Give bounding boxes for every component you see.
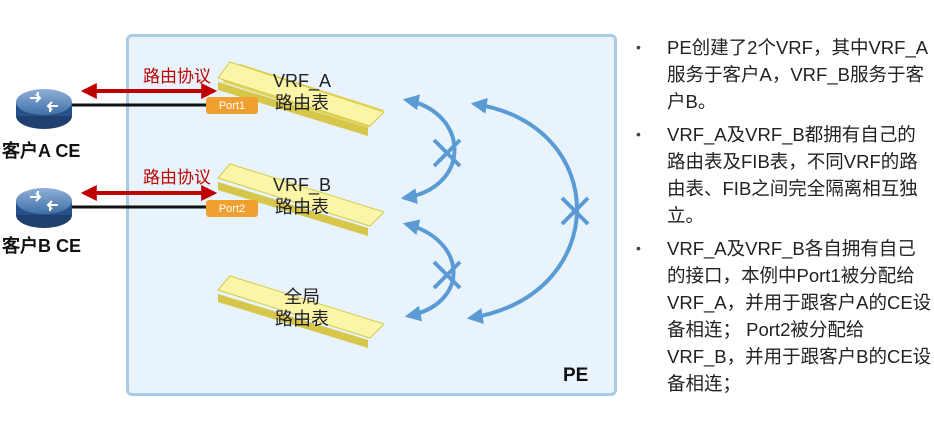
bullet-text: PE创建了2个VRF，其中VRF_A服务于客户A，VRF_B服务于客户B。 xyxy=(667,37,929,112)
link-a xyxy=(70,83,218,107)
isolation-curve-a-global xyxy=(466,97,579,324)
cross-icon xyxy=(560,196,590,226)
cross-icon xyxy=(432,260,462,290)
cross-icon xyxy=(432,138,462,168)
customer-b-label: 客户B CE xyxy=(2,236,82,256)
bullet-dot: • xyxy=(636,126,641,142)
isolation-curve-a-b xyxy=(400,94,457,205)
vrf-b-routing-table: 路由表 xyxy=(275,197,329,217)
vrf-a-routing-table: 路由表 xyxy=(275,93,329,113)
vrf-a-table-plate xyxy=(217,61,385,136)
bullet-dot: • xyxy=(636,39,641,55)
customer-a-label: 客户A CE xyxy=(2,141,81,161)
global-table-plate xyxy=(217,275,385,348)
bullet-dot: • xyxy=(636,240,641,256)
router-icon xyxy=(16,89,72,129)
vrf-b-name: VRF_B xyxy=(272,175,332,195)
global-table-label: 全局 路由表 xyxy=(232,286,372,330)
vrf-a-name: VRF_A xyxy=(272,71,332,91)
pe-label: PE xyxy=(563,365,589,386)
vrf-b-table-label: VRF_B 路由表 xyxy=(232,174,372,218)
bullet-item: • VRF_A及VRF_B各自拥有自己的接口，本例中Port1被分配给VRF_A… xyxy=(634,235,932,397)
routing-protocol-label-a: 路由协议 xyxy=(143,67,211,86)
port2-label: Port2 xyxy=(218,203,246,215)
bullet-text: VRF_A及VRF_B各自拥有自己的接口，本例中Port1被分配给VRF_A，并… xyxy=(667,238,932,394)
bullet-item: • PE创建了2个VRF，其中VRF_A服务于客户A，VRF_B服务于客户B。 xyxy=(634,34,932,115)
port1-tag xyxy=(206,97,258,114)
global-routing-table: 路由表 xyxy=(275,309,329,329)
port2-tag xyxy=(206,200,258,217)
vrf-b-table-plate xyxy=(217,163,385,236)
bullet-text: VRF_A及VRF_B都拥有自己的路由表及FIB表，不同VRF的路由表、FIB之… xyxy=(667,124,918,226)
vrf-a-table-label: VRF_A 路由表 xyxy=(232,70,372,114)
link-b xyxy=(70,185,218,209)
port1-label: Port1 xyxy=(218,100,246,112)
routing-protocol-label-b: 路由协议 xyxy=(143,168,211,187)
isolation-curve-b-global xyxy=(402,219,456,322)
global-name: 全局 xyxy=(284,287,320,307)
bullet-item: • VRF_A及VRF_B都拥有自己的路由表及FIB表，不同VRF的路由表、FI… xyxy=(634,121,932,229)
router-icon xyxy=(16,188,72,228)
description-list: • PE创建了2个VRF，其中VRF_A服务于客户A，VRF_B服务于客户B。 … xyxy=(634,34,932,403)
